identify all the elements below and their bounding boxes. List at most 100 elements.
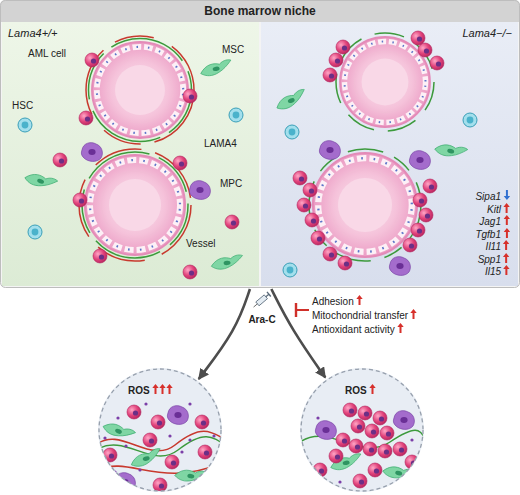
gene-label: Kitl (487, 204, 501, 215)
outcome-circle: ROS (98, 368, 222, 492)
change-arrow (369, 384, 375, 394)
wildtype-vessels (92, 42, 188, 138)
outcome-wildtype (103, 402, 215, 473)
outcome-wildtype (138, 468, 141, 471)
knockout-cells (403, 238, 417, 252)
outcome-wildtype (103, 448, 117, 462)
cell-label: MPC (220, 178, 242, 189)
change-arrow (503, 215, 509, 225)
wildtype-cells (229, 108, 243, 122)
niche-frame (1, 1, 520, 288)
knockout-cells (319, 141, 340, 160)
cell-label: HSC (12, 100, 33, 112)
change-arrow (503, 265, 510, 276)
niche-frame (0, 0, 520, 288)
outcome-knockout (300, 368, 426, 492)
outcome-knockout (336, 433, 350, 447)
niche-frame (0, 0, 520, 22)
knockout-cells (311, 231, 325, 245)
change-arrow (397, 323, 403, 333)
wildtype-vessels (85, 155, 185, 255)
knockout-cells (336, 40, 350, 54)
change-arrow (356, 295, 362, 305)
gene-label: Il11 (486, 241, 501, 252)
niche-panel: Lama4+/+ Lama4−/− Bone marrow niche (0, 0, 520, 288)
outcome-circle: ROS (300, 368, 424, 492)
wildtype-cells (24, 169, 58, 192)
cell-label: MPC (220, 178, 242, 190)
ara-c-syringe (254, 304, 258, 307)
change-arrow (503, 190, 509, 200)
outcome-wildtype (208, 468, 211, 471)
outcome-knockout (353, 474, 367, 488)
outcome-knockout (393, 442, 407, 456)
change-arrow (503, 228, 510, 239)
knockout-cells (411, 31, 425, 45)
genotype-label: Lama4+/+ (8, 27, 58, 39)
panel-title: Bone marrow niche (204, 4, 315, 18)
outcome-wildtype (124, 444, 127, 447)
outcome-wildtype (174, 467, 208, 485)
wildtype-vessels (79, 149, 191, 261)
outcome-knockout (410, 438, 413, 441)
outcome-wildtype (165, 455, 179, 469)
gene-label: Sipa1 (475, 190, 510, 203)
drug-label: Ara-C (248, 314, 275, 325)
change-arrow (503, 215, 510, 226)
outcome-knockout (300, 403, 426, 488)
drug-label: Ara-C (248, 314, 275, 326)
cell-label: HSC (12, 100, 33, 111)
change-arrow (152, 384, 173, 395)
knockout-cells (430, 56, 444, 70)
knockout-cells (418, 43, 432, 57)
change-arrow (503, 203, 510, 214)
wildtype-vessels (79, 36, 194, 261)
structure-label: LAMA4 (204, 138, 237, 150)
outcome-wildtype (151, 415, 165, 429)
outcome-knockout (358, 406, 372, 420)
change-arrow (503, 265, 509, 275)
gene-label: Il11 (486, 240, 510, 253)
knockout-cells (305, 213, 319, 227)
change-arrow (166, 384, 172, 394)
ros-label: ROS (345, 385, 367, 396)
wildtype-cells (81, 143, 102, 162)
wildtype-cells (53, 153, 67, 167)
change-arrow (369, 384, 376, 395)
change-arrow (159, 384, 165, 394)
circle-outline (300, 368, 520, 495)
knockout-vessels (309, 149, 421, 261)
knockout-cells (409, 151, 430, 170)
wildtype-cells (199, 59, 233, 77)
outcome-wildtype (167, 406, 188, 425)
outcome-wildtype (188, 438, 191, 441)
knockout-cells (323, 68, 337, 82)
knockout-vessels (336, 33, 434, 131)
change-arrow (410, 309, 417, 320)
ara-c-syringe (252, 292, 271, 309)
process-arrow (199, 289, 250, 379)
outcome-knockout (373, 411, 387, 425)
knockout-cells (419, 208, 433, 222)
ara-c-syringe (267, 292, 271, 297)
wildtype-cells (189, 181, 210, 200)
knockout-vessels (340, 37, 430, 127)
wildtype-cells (73, 193, 87, 207)
cell-label: AML cell (28, 48, 66, 59)
cell-label: MSC (222, 44, 244, 55)
outcome-wildtype (168, 434, 171, 437)
outcome-knockout (365, 424, 379, 438)
knockout-cells (293, 171, 307, 185)
change-arrow (503, 203, 509, 213)
outcome-wildtype (153, 478, 167, 492)
genotype-label: Lama4+/+ (8, 27, 58, 39)
ros-label: ROS (345, 384, 376, 397)
gene-label: Spp1 (478, 254, 501, 265)
change-arrow (503, 253, 510, 264)
genotype-label: Lama4−/− (462, 27, 512, 39)
effect-label: Adhesion (312, 296, 354, 307)
outcome-knockout (300, 368, 424, 492)
